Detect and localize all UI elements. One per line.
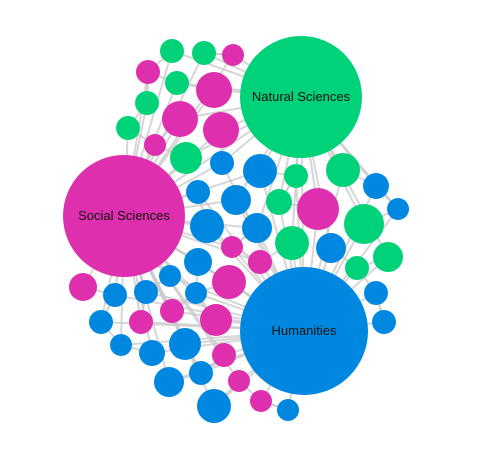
humanities-node bbox=[242, 213, 272, 243]
humanities-node bbox=[364, 281, 388, 305]
humanities-node bbox=[189, 361, 213, 385]
humanities-node bbox=[363, 173, 389, 199]
humanities-node bbox=[169, 328, 201, 360]
natural-sciences-node bbox=[345, 256, 369, 280]
social-sciences-node bbox=[129, 310, 153, 334]
humanities-node bbox=[186, 180, 210, 204]
hub-label-humanities: Humanities bbox=[271, 323, 337, 338]
natural-sciences-node bbox=[160, 39, 184, 63]
natural-sciences-node bbox=[116, 116, 140, 140]
social-sciences-node bbox=[212, 265, 246, 299]
social-sciences-node bbox=[196, 72, 232, 108]
social-sciences-node bbox=[248, 250, 272, 274]
natural-sciences-node bbox=[170, 142, 202, 174]
social-sciences-node bbox=[297, 188, 339, 230]
social-sciences-node bbox=[144, 134, 166, 156]
humanities-node bbox=[387, 198, 409, 220]
social-sciences-node bbox=[212, 343, 236, 367]
humanities-node bbox=[134, 280, 158, 304]
humanities-node bbox=[185, 282, 207, 304]
social-sciences-node bbox=[69, 273, 97, 301]
natural-sciences-node bbox=[165, 71, 189, 95]
social-sciences-node bbox=[200, 304, 232, 336]
humanities-node bbox=[184, 248, 212, 276]
humanities-node bbox=[154, 367, 184, 397]
natural-sciences-node bbox=[266, 189, 292, 215]
social-sciences-node bbox=[136, 60, 160, 84]
hub-label-natural-sciences: Natural Sciences bbox=[252, 89, 351, 104]
social-sciences-node bbox=[222, 44, 244, 66]
humanities-node bbox=[139, 340, 165, 366]
social-sciences-node bbox=[250, 390, 272, 412]
hub-social-sciences bbox=[63, 155, 185, 277]
humanities-node bbox=[89, 310, 113, 334]
natural-sciences-node bbox=[192, 41, 216, 65]
humanities-node bbox=[197, 389, 231, 423]
humanities-node bbox=[210, 151, 234, 175]
natural-sciences-node bbox=[344, 204, 384, 244]
natural-sciences-node bbox=[275, 226, 309, 260]
humanities-node bbox=[190, 209, 224, 243]
social-sciences-node bbox=[228, 370, 250, 392]
social-sciences-node bbox=[203, 112, 239, 148]
hub-label-social-sciences: Social Sciences bbox=[78, 208, 170, 223]
humanities-node bbox=[316, 233, 346, 263]
node-layer bbox=[63, 36, 409, 423]
humanities-node bbox=[243, 154, 277, 188]
natural-sciences-node bbox=[135, 91, 159, 115]
hub-label-layer: Natural Sciences Social Sciences Humanit… bbox=[78, 89, 351, 338]
humanities-node bbox=[277, 399, 299, 421]
hub-humanities bbox=[240, 267, 368, 395]
social-sciences-node bbox=[160, 299, 184, 323]
humanities-node bbox=[103, 283, 127, 307]
social-sciences-node bbox=[162, 101, 198, 137]
humanities-node bbox=[110, 334, 132, 356]
natural-sciences-node bbox=[284, 164, 308, 188]
humanities-node bbox=[372, 310, 396, 334]
natural-sciences-node bbox=[326, 153, 360, 187]
natural-sciences-node bbox=[373, 242, 403, 272]
humanities-node bbox=[221, 185, 251, 215]
humanities-node bbox=[159, 265, 181, 287]
hub-natural-sciences bbox=[240, 36, 362, 158]
social-sciences-node bbox=[221, 236, 243, 258]
